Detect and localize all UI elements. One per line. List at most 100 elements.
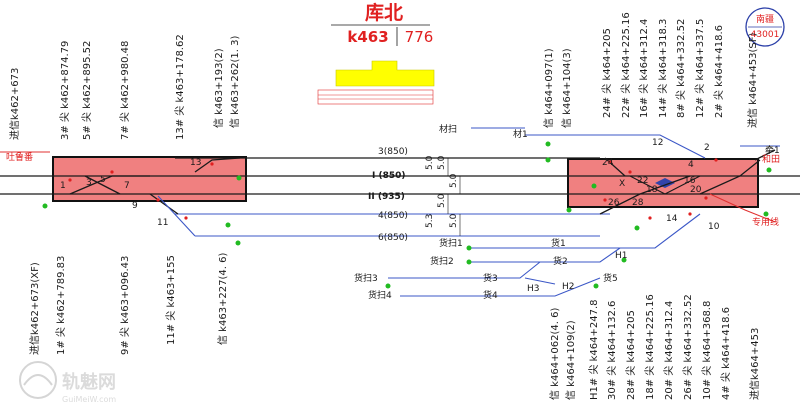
switch-number: 16 bbox=[684, 176, 696, 186]
crossover-1 bbox=[69, 175, 150, 195]
switch-number: 9 bbox=[132, 201, 138, 211]
signal-dot bbox=[621, 257, 627, 263]
label-track-4: 4(850) bbox=[378, 211, 408, 221]
distance-label: 5.0 bbox=[449, 173, 459, 188]
goods-siding-4 bbox=[400, 277, 601, 297]
label-track-6: 6(850) bbox=[378, 233, 408, 243]
signal-dot bbox=[235, 240, 241, 246]
signal-dot bbox=[591, 183, 597, 189]
switch-number: 7 bbox=[124, 181, 130, 191]
switch-24 bbox=[604, 157, 626, 177]
chainage-label: 11# 尖 k463+155 bbox=[164, 255, 177, 345]
watermark-logo-icon bbox=[19, 361, 57, 399]
label-track-I: I (850) bbox=[372, 171, 406, 181]
diamond-crossing bbox=[655, 178, 675, 188]
signal-dot bbox=[634, 225, 640, 231]
station-building bbox=[335, 60, 435, 87]
label-goods-siding-1: 货扫1 bbox=[439, 237, 463, 249]
top-left-labels: 进信k462+673 3# 尖 k462+874.79 5# 尖 k462+89… bbox=[9, 34, 241, 140]
switch-number: 14 bbox=[666, 214, 678, 224]
watermark: 轨魅网 GuiMeiW.com bbox=[19, 361, 116, 404]
chainage-label: 5# 尖 k462+895.52 bbox=[80, 41, 93, 140]
chainage-label: 进信k462+673(XF) bbox=[29, 262, 41, 355]
signal-dot bbox=[545, 141, 551, 147]
chainage-label: 信 k464+062(4. 6) bbox=[549, 307, 561, 400]
switch-number: 26 bbox=[608, 198, 620, 208]
switch-number: 10 bbox=[708, 222, 720, 232]
bottom-left-labels: 进信k462+673(XF) 1# 尖 k462+789.83 9# 尖 k46… bbox=[29, 252, 229, 355]
chainage-label: 26# 尖 k464+332.52 bbox=[681, 294, 694, 400]
chainage-label: 22# 尖 k464+225.16 bbox=[619, 12, 632, 118]
chainage-label: 进信 k464+453(SF) bbox=[747, 32, 759, 128]
watermark-logo-text: 轨魅网 bbox=[62, 371, 116, 393]
signal-group bbox=[42, 141, 772, 289]
signal-dot bbox=[466, 245, 472, 251]
label-goods-4: 货4 bbox=[483, 289, 498, 301]
switch-number: 20 bbox=[690, 185, 702, 195]
chainage-label: 信 k464+097(1) bbox=[543, 48, 555, 128]
goods-siding-3 bbox=[388, 261, 541, 279]
label-goods-siding-2: 货扫2 bbox=[430, 255, 454, 267]
chainage-label: 8# 尖 k464+332.52 bbox=[674, 19, 687, 118]
station-name: 库北 bbox=[365, 1, 403, 24]
distance-label: 5.0 bbox=[437, 193, 447, 208]
signal-dot bbox=[236, 175, 242, 181]
chainage-label: H1# 尖 k464+247.8 bbox=[587, 299, 600, 400]
chainage-label: 30# 尖 k464+132.6 bbox=[605, 301, 618, 400]
distance-label: 5.3 bbox=[425, 214, 435, 228]
signal-dot bbox=[42, 203, 48, 209]
chainage-label: 进信k462+673 bbox=[9, 68, 21, 140]
label-material-siding: 材扫 bbox=[439, 123, 457, 135]
chainage-label: 13# 尖 k463+178.62 bbox=[173, 34, 186, 140]
signal-dot bbox=[766, 167, 772, 173]
goods-siding-2 bbox=[471, 247, 621, 263]
badge-line-name: 南疆 bbox=[756, 13, 774, 25]
station-km: k463 bbox=[347, 28, 388, 46]
right-destination-a: 和田 bbox=[762, 154, 780, 165]
label-h1: H1 bbox=[615, 251, 628, 261]
chainage-label: 1# 尖 k462+789.83 bbox=[54, 256, 67, 355]
label-material-1: 材1 bbox=[513, 128, 528, 140]
goods-siding-1 bbox=[471, 213, 701, 249]
switch-number: 24 bbox=[602, 158, 614, 168]
station-platform-outline bbox=[317, 89, 434, 105]
label-goods-5: 货5 bbox=[603, 272, 618, 284]
signal-dot bbox=[763, 211, 769, 217]
chainage-label: 28# 尖 k464+205 bbox=[624, 310, 637, 400]
switch-11 bbox=[157, 195, 196, 237]
top-right-labels: 信 k464+097(1) 信 k464+104(3) 24# 尖 k464+2… bbox=[543, 12, 759, 128]
signal-dot bbox=[566, 207, 572, 213]
crossover-3 bbox=[84, 175, 121, 195]
chainage-label: 14# 尖 k464+318.3 bbox=[656, 19, 669, 118]
label-goods-3: 货3 bbox=[483, 272, 498, 284]
chainage-label: 9# 尖 k463+096.43 bbox=[118, 256, 131, 355]
label-h3: H3 bbox=[527, 284, 540, 294]
signal-dot bbox=[225, 222, 231, 228]
switch-number: 12 bbox=[652, 138, 663, 148]
label-goods-siding-4: 货扫4 bbox=[368, 289, 392, 301]
switch-number: 4 bbox=[688, 160, 694, 170]
label-track-3: 3(850) bbox=[378, 147, 408, 157]
switch-number: X bbox=[619, 179, 625, 189]
signal-dot bbox=[466, 259, 472, 265]
chainage-label: 2# 尖 k464+418.6 bbox=[712, 25, 725, 118]
switch-26 bbox=[599, 193, 641, 215]
chainage-label: 7# 尖 k462+980.48 bbox=[118, 41, 131, 140]
label-pull-track: 牵1 bbox=[765, 145, 780, 156]
label-goods-2: 货2 bbox=[553, 255, 568, 267]
switch-number: 3 bbox=[86, 178, 92, 188]
chainage-label: 进信k464+453 bbox=[749, 328, 761, 400]
watermark-url: GuiMeiW.com bbox=[62, 395, 116, 404]
right-throat-block bbox=[567, 158, 759, 208]
label-goods-1: 货1 bbox=[551, 237, 566, 249]
chainage-label: 16# 尖 k464+312.4 bbox=[637, 19, 650, 118]
chainage-label: 3# 尖 k462+874.79 bbox=[58, 41, 71, 140]
signal-dot bbox=[385, 283, 391, 289]
chainage-label: 信 k463+193(2) bbox=[213, 48, 225, 128]
right-destination-b: 专用线 bbox=[752, 216, 779, 228]
switch-number: 1 bbox=[60, 181, 66, 191]
switch-number: 13 bbox=[190, 158, 201, 168]
badge-code: 43001 bbox=[751, 30, 780, 40]
signal-dot bbox=[593, 283, 599, 289]
